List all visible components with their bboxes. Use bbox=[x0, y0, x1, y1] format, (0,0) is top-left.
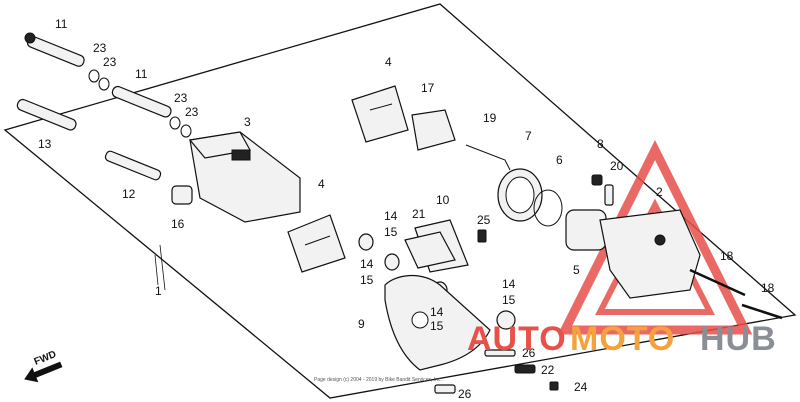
callout-23-b: 23 bbox=[103, 55, 117, 69]
part-22-hose-joint bbox=[514, 364, 536, 374]
copyright-notice: Page design (c) 2004 - 2019 by Bike Band… bbox=[314, 377, 442, 383]
callout-26-lower: 26 bbox=[458, 387, 472, 401]
part-17-pad-spring bbox=[411, 109, 456, 151]
callout-20: 20 bbox=[610, 159, 624, 173]
callout-23-a: 23 bbox=[93, 41, 107, 55]
part-11-pin-middle bbox=[111, 85, 172, 118]
callout-22: 22 bbox=[541, 363, 555, 377]
watermark-text-hub: HUB bbox=[700, 320, 777, 358]
part-18-pad-pin bbox=[689, 268, 746, 297]
part-9-caliper-bracket bbox=[384, 274, 491, 371]
callout-24: 24 bbox=[574, 380, 588, 394]
watermark-logo: AUTO MOTO HUB bbox=[467, 320, 777, 358]
part-23-orings-upper bbox=[88, 69, 110, 91]
part-3-caliper-holder bbox=[188, 131, 301, 223]
callout-6: 6 bbox=[556, 153, 563, 167]
callout-8: 8 bbox=[597, 137, 604, 151]
callout-4-lower: 4 bbox=[318, 177, 325, 191]
callout-15-a: 15 bbox=[384, 225, 398, 239]
watermark-text-moto: MOTO bbox=[570, 320, 675, 358]
part-18-pad-pin-lower bbox=[741, 303, 783, 320]
part-7-piston-boot bbox=[497, 168, 543, 222]
callout-7: 7 bbox=[525, 129, 532, 143]
part-2-caliper-body bbox=[599, 209, 701, 299]
part-23-orings-lower bbox=[169, 116, 192, 138]
part-11-pin-upper bbox=[24, 32, 85, 67]
part-8-bleeder-cap bbox=[591, 174, 603, 186]
callout-21: 21 bbox=[412, 207, 426, 221]
callout-9: 9 bbox=[358, 317, 365, 331]
part-25-bolt bbox=[477, 229, 487, 243]
callout-14-a: 14 bbox=[384, 209, 398, 223]
part-24-screw bbox=[549, 381, 559, 391]
part-21-shim-plate bbox=[404, 231, 456, 269]
callout-23-d: 23 bbox=[185, 105, 199, 119]
callout-11-upper: 11 bbox=[55, 17, 68, 31]
part-5-piston bbox=[565, 209, 607, 251]
forward-direction-arrow: FWD bbox=[24, 349, 63, 383]
callout-3: 3 bbox=[244, 115, 251, 129]
callout-17: 17 bbox=[421, 81, 435, 95]
callout-15-b: 15 bbox=[360, 273, 374, 287]
callout-14-c: 14 bbox=[502, 277, 516, 291]
callout-1: 1 bbox=[155, 284, 162, 298]
part-19-retainer-clip bbox=[465, 144, 511, 171]
callout-10: 10 bbox=[436, 193, 450, 207]
part-13-pin bbox=[16, 98, 77, 131]
part-12-bolt bbox=[104, 150, 162, 181]
callout-11-middle: 11 bbox=[135, 67, 148, 81]
callout-4-upper: 4 bbox=[385, 55, 392, 69]
callout-23-c: 23 bbox=[174, 91, 188, 105]
watermark-text-auto: AUTO bbox=[467, 320, 567, 358]
callout-19: 19 bbox=[483, 111, 497, 125]
callout-26-upper: 26 bbox=[522, 346, 536, 360]
callout-18-upper: 18 bbox=[720, 249, 734, 263]
callout-15-c: 15 bbox=[502, 293, 516, 307]
callout-13: 13 bbox=[38, 137, 52, 151]
callout-12: 12 bbox=[122, 187, 136, 201]
diagram-frame bbox=[3, 3, 797, 399]
callout-5: 5 bbox=[573, 263, 580, 277]
callout-14-b: 14 bbox=[360, 257, 374, 271]
callout-15-d: 15 bbox=[430, 319, 444, 333]
part-26-bolt-lower bbox=[434, 384, 456, 394]
callout-18-lower: 18 bbox=[761, 281, 775, 295]
leader-1 bbox=[154, 254, 159, 286]
part-26-bolt-upper bbox=[484, 349, 516, 357]
part-20-bleeder-valve bbox=[604, 184, 614, 206]
part-6-piston-seal bbox=[533, 189, 563, 227]
callout-14-d: 14 bbox=[430, 305, 444, 319]
part-16-sleeve bbox=[171, 185, 193, 205]
callout-25: 25 bbox=[477, 213, 491, 227]
callout-2: 2 bbox=[656, 185, 663, 199]
callout-16: 16 bbox=[171, 217, 185, 231]
part-4-brake-pad-lower bbox=[287, 214, 346, 273]
leader-1b bbox=[159, 244, 166, 291]
part-4-brake-pad-upper bbox=[351, 85, 409, 143]
